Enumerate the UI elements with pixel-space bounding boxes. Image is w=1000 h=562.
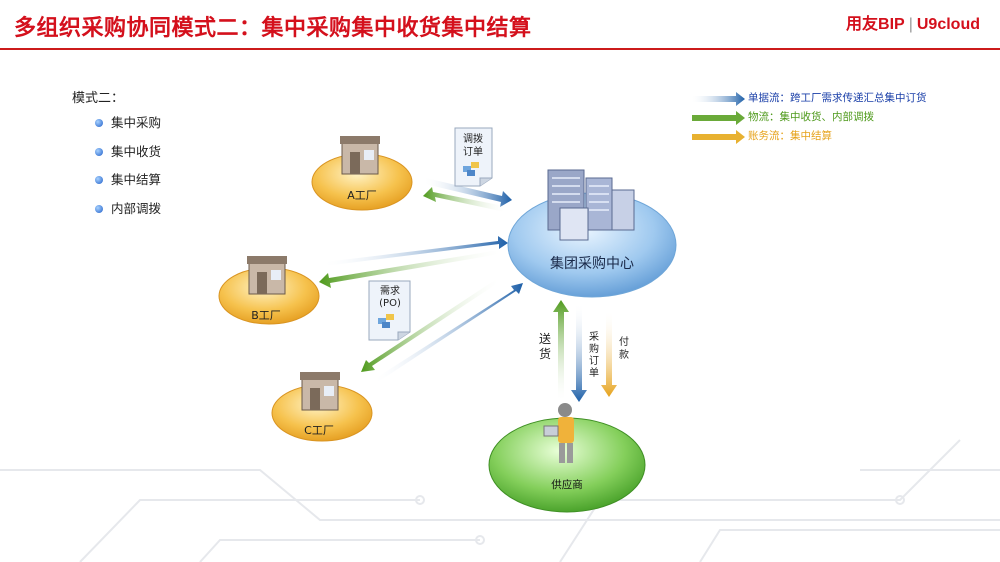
arrow-b-to-center bbox=[325, 236, 508, 266]
svg-text:采: 采 bbox=[589, 331, 599, 343]
svg-text:单: 单 bbox=[589, 367, 599, 379]
mode-item: 集中采购 bbox=[95, 114, 161, 143]
svg-text:购: 购 bbox=[589, 342, 599, 355]
mode-heading: 模式二： bbox=[72, 91, 125, 106]
legend-arrow-logistics-icon bbox=[692, 111, 745, 125]
shop-building-icon bbox=[300, 372, 340, 411]
svg-text:款: 款 bbox=[619, 348, 629, 361]
title-underline bbox=[0, 48, 1000, 50]
doc-transfer-order: 调拨 订单 bbox=[454, 127, 493, 187]
bullet-icon bbox=[95, 204, 103, 213]
supplier-label: 供应商 bbox=[551, 478, 583, 491]
arrows-factory-c bbox=[361, 280, 523, 382]
legend-text: 物流：集中收货、内部调拨 bbox=[748, 111, 874, 123]
flow-label-purchase-order: 采 购 订 单 bbox=[589, 331, 599, 379]
mode-item: 内部调拨 bbox=[95, 200, 161, 229]
mode-item: 集中收货 bbox=[95, 143, 161, 172]
factory-a-label: A工厂 bbox=[347, 189, 377, 202]
flow-label-payment: 付 款 bbox=[619, 335, 629, 361]
factory-b-node: B工厂 bbox=[218, 256, 320, 325]
arrow-a-to-center bbox=[425, 178, 512, 207]
doc-transfer-label-1: 调拨 bbox=[463, 132, 483, 145]
person-icon bbox=[543, 403, 574, 463]
bullet-icon bbox=[95, 176, 103, 184]
bullet-icon bbox=[95, 119, 103, 127]
arrows-factory-a bbox=[423, 178, 512, 212]
shop-building-icon bbox=[340, 136, 380, 175]
shop-building-icon bbox=[247, 256, 287, 295]
legend-arrow-finance-icon bbox=[692, 130, 745, 144]
arrow-supplier-to-center bbox=[553, 300, 569, 400]
factory-a-node: A工厂 bbox=[311, 136, 413, 211]
bullet-icon bbox=[95, 147, 103, 156]
doc-demand-label-2: (PO) bbox=[379, 298, 401, 309]
center-node: 集团采购中心 bbox=[507, 169, 677, 298]
arrows-supplier bbox=[553, 300, 617, 402]
brand-sub: U9cloud bbox=[916, 16, 980, 33]
svg-text:货: 货 bbox=[539, 346, 551, 361]
factory-c-node: C工厂 bbox=[271, 372, 373, 442]
brand-logo: 用友BIP|U9cloud bbox=[846, 10, 980, 34]
svg-text:送: 送 bbox=[539, 331, 551, 346]
arrow-center-to-a bbox=[423, 187, 505, 212]
circuit-background bbox=[0, 439, 1000, 562]
doc-demand-po: 需求 (PO) bbox=[368, 280, 411, 341]
legend-arrows bbox=[692, 92, 745, 144]
arrow-center-to-c bbox=[361, 280, 498, 372]
arrow-center-to-supplier bbox=[571, 305, 587, 402]
doc-demand-label-1: 需求 bbox=[380, 285, 400, 297]
arrow-center-to-b bbox=[319, 250, 500, 288]
brand-main: 用友BIP bbox=[846, 16, 905, 33]
flow-label-delivery: 送 货 bbox=[539, 331, 551, 361]
legend-text: 单据流：跨工厂需求传递汇总集中订货 bbox=[748, 92, 927, 104]
legend-text: 账务流：集中结算 bbox=[748, 130, 832, 142]
supplier-node: 供应商 bbox=[488, 403, 646, 513]
factory-c-label: C工厂 bbox=[304, 424, 334, 437]
svg-text:付: 付 bbox=[619, 335, 629, 348]
page-title: 多组织采购协同模式二：集中采购集中收货集中结算 bbox=[14, 16, 532, 41]
brand-separator: | bbox=[908, 16, 913, 33]
doc-transfer-label-2: 订单 bbox=[463, 146, 483, 158]
arrows-factory-b bbox=[319, 236, 508, 288]
center-label: 集团采购中心 bbox=[550, 255, 634, 272]
mode-list: 集中采购 集中收货 集中结算 内部调拨 bbox=[95, 114, 161, 228]
svg-text:订: 订 bbox=[589, 355, 599, 367]
mode-item: 集中结算 bbox=[95, 171, 161, 200]
factory-b-label: B工厂 bbox=[251, 309, 281, 322]
legend-arrow-doc-icon bbox=[692, 92, 745, 106]
office-buildings-icon bbox=[547, 169, 635, 241]
arrow-payment bbox=[601, 312, 617, 397]
arrow-c-to-center bbox=[376, 283, 523, 382]
